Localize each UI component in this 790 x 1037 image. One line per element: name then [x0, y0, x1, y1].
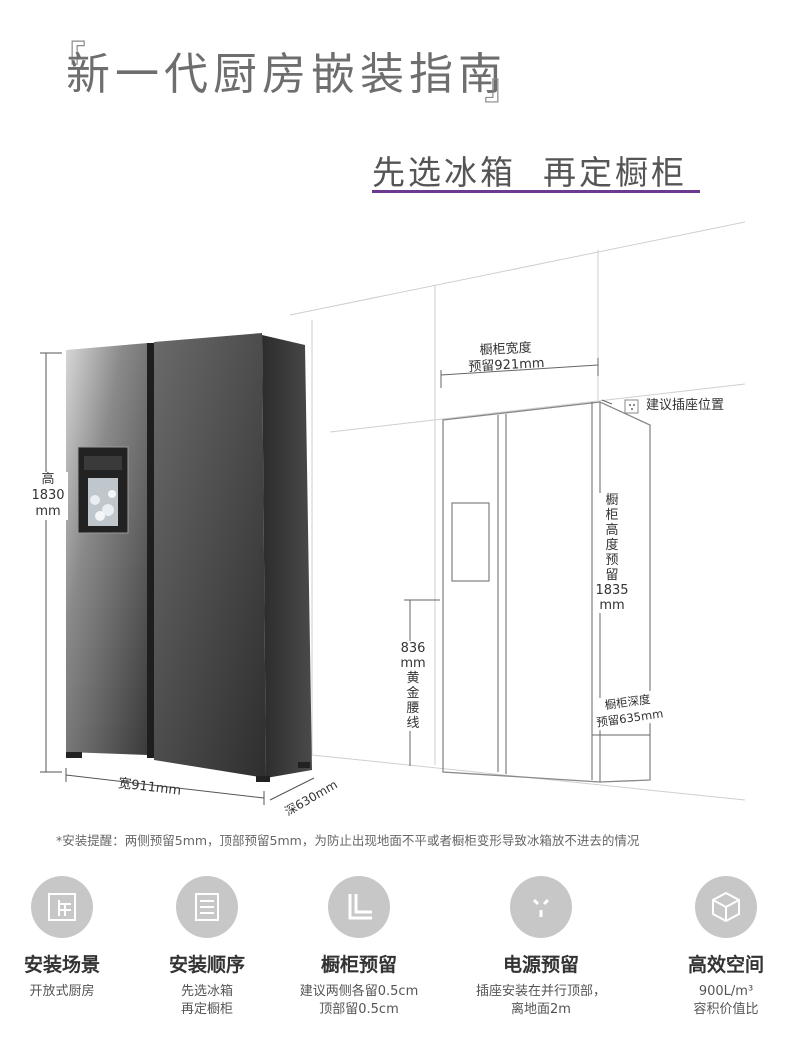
order-icon: [176, 876, 238, 938]
golden-waistline-label: 836 mm 黄 金 腰 线: [398, 641, 428, 731]
power-icon: [510, 876, 572, 938]
subtitle-underline: [372, 190, 700, 193]
feature-desc: 开放式厨房: [29, 984, 95, 999]
feature-desc: 建议两侧各留0.5cm 顶部留0.5cm: [299, 984, 419, 1017]
feature-title: 安装场景: [23, 954, 100, 976]
feature-desc: 900L/m³ 容积价值比: [693, 984, 759, 1017]
feature-title: 橱柜预留: [320, 954, 397, 976]
socket-position-label: 建议插座位置: [646, 398, 725, 413]
feature-scene: 安装场景 开放式厨房: [0, 876, 127, 1001]
cabinet-height-label: 橱 柜 高 度 预 留 1835 mm: [594, 493, 630, 613]
title-bracket-close: 』: [484, 67, 521, 108]
installation-note: *安装提醒：两侧预留5mm，顶部预留5mm，为防止出现地面不平或者橱柜变形导致冰…: [56, 833, 640, 848]
cabinet-width-label: 橱柜宽度 预留921mm: [468, 340, 545, 375]
cube-icon: [695, 876, 757, 938]
feature-title: 电源预留: [502, 954, 579, 976]
cabinet-icon: [328, 876, 390, 938]
socket-icon: [624, 399, 639, 414]
feature-title: 高效空间: [687, 954, 764, 976]
feature-space: 高效空间 900L/m³ 容积价值比: [661, 876, 790, 1019]
page-subtitle: 先选冰箱 再定橱柜: [372, 153, 687, 192]
feature-desc: 插座安装在并行顶部， 离地面2m: [476, 984, 607, 1017]
page-title: 新一代厨房嵌装指南: [66, 49, 507, 100]
scene-icon: [31, 876, 93, 938]
title-bracket-open: 『: [50, 39, 87, 80]
feature-cabinet: 橱柜预留 建议两侧各留0.5cm 顶部留0.5cm: [294, 876, 424, 1019]
feature-title: 安装顺序: [168, 954, 245, 976]
fridge-height-label: 高 1830 mm: [28, 472, 68, 520]
fridge-dimension-lines: [40, 352, 315, 805]
refrigerator-image: [66, 333, 312, 782]
room-lines: [289, 221, 746, 801]
feature-power: 电源预留 插座安装在并行顶部， 离地面2m: [476, 876, 606, 1019]
feature-order: 安装顺序 先选冰箱 再定橱柜: [142, 876, 272, 1019]
feature-desc: 先选冰箱 再定橱柜: [180, 984, 233, 1017]
